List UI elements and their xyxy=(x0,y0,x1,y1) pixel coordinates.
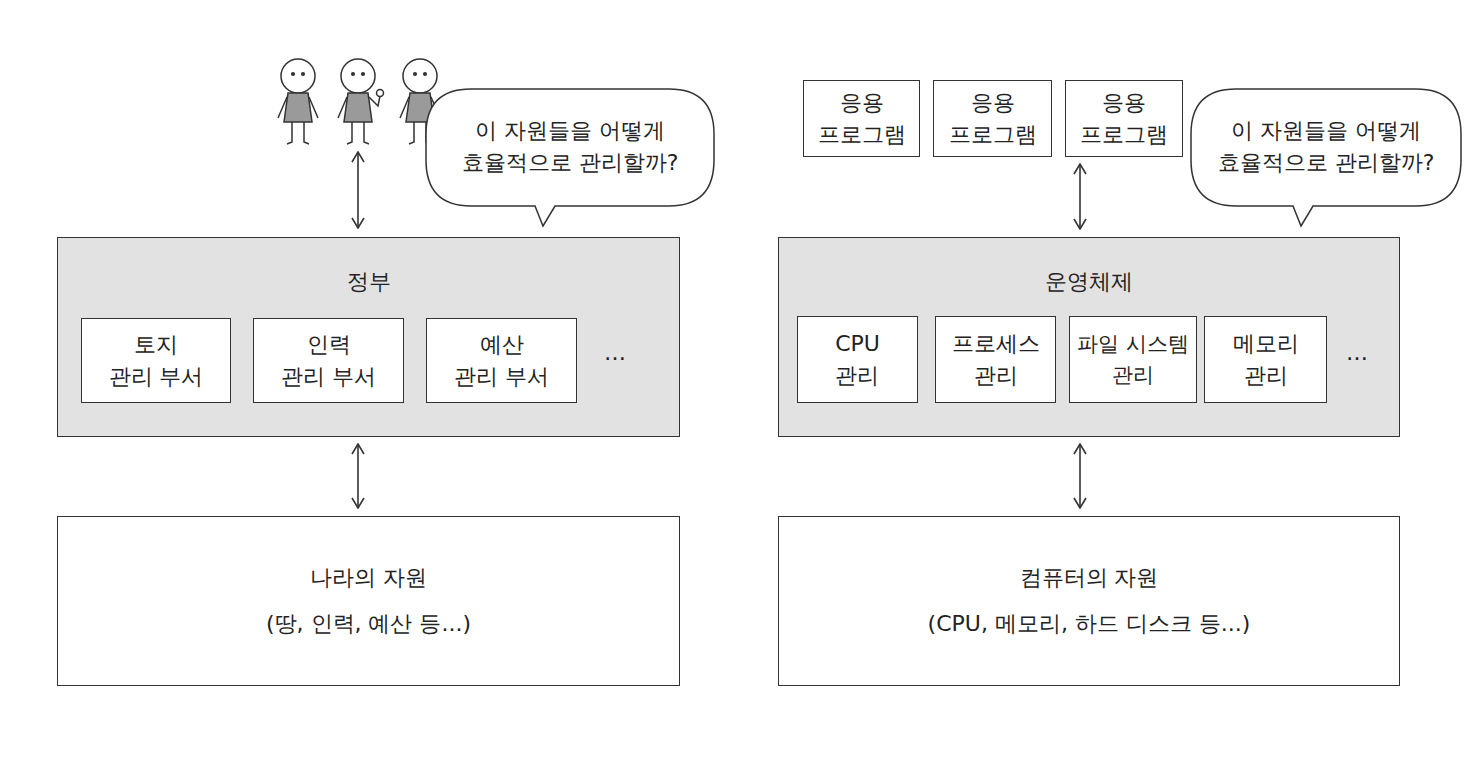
manager-box: CPU 관리 xyxy=(797,316,918,403)
panel-title: 운영체제 xyxy=(1045,266,1133,298)
double-arrow xyxy=(1079,444,1081,508)
text-line: CPU xyxy=(835,328,880,360)
text-line: 예산 xyxy=(454,329,549,361)
text-line: 이 자원들을 어떻게 xyxy=(1218,115,1435,147)
text-line: 관리 부서 xyxy=(109,361,204,393)
text-line: 효율적으로 관리할까? xyxy=(462,147,679,179)
department-box: 인력 관리 부서 xyxy=(253,318,404,403)
double-arrow xyxy=(357,152,359,228)
text-line: 응용 xyxy=(818,87,906,119)
text-line: 프로그램 xyxy=(818,119,906,151)
text-line: 효율적으로 관리할까? xyxy=(1218,147,1435,179)
node-text: (땅, 인력, 예산 등...) xyxy=(266,608,471,640)
text-line: 토지 xyxy=(109,329,204,361)
text-line: 관리 xyxy=(952,360,1040,392)
text-line: 관리 xyxy=(835,360,880,392)
node-text: 이 자원들을 어떻게 효율적으로 관리할까? xyxy=(1218,115,1435,179)
text-line: 메모리 xyxy=(1233,328,1299,360)
text-line: 응용 xyxy=(1080,87,1168,119)
node-text: (CPU, 메모리, 하드 디스크 등...) xyxy=(928,608,1251,640)
manager-box: 메모리 관리 xyxy=(1204,316,1327,403)
node-text: 응용 프로그램 xyxy=(818,87,906,151)
node-text: 나라의 자원 xyxy=(310,562,427,594)
node-text: CPU 관리 xyxy=(835,328,880,392)
node-text: 응용 프로그램 xyxy=(949,87,1037,151)
node-text: 이 자원들을 어떻게 효율적으로 관리할까? xyxy=(462,115,679,179)
double-arrow xyxy=(1079,164,1081,229)
text-line: 프로그램 xyxy=(1080,119,1168,151)
text-line: 관리 xyxy=(1077,360,1189,390)
ellipsis: … xyxy=(1346,340,1372,365)
node-text: 예산 관리 부서 xyxy=(454,329,549,393)
node-text: 토지 관리 부서 xyxy=(109,329,204,393)
resource-box: 컴퓨터의 자원 (CPU, 메모리, 하드 디스크 등...) xyxy=(778,516,1400,686)
text-line: 인력 xyxy=(281,329,376,361)
node-text: 프로세스 관리 xyxy=(952,328,1040,392)
text-line: 응용 xyxy=(949,87,1037,119)
text-line: 관리 부서 xyxy=(281,361,376,393)
manager-box: 프로세스 관리 xyxy=(935,316,1056,403)
text-line: 파일 시스템 xyxy=(1077,329,1189,359)
manager-box: 파일 시스템 관리 xyxy=(1069,316,1197,403)
node-text: 응용 프로그램 xyxy=(1080,87,1168,151)
os-panel: 운영체제CPU 관리프로세스 관리파일 시스템 관리메모리 관리 xyxy=(778,237,1400,437)
government-panel: 정부토지 관리 부서인력 관리 부서예산 관리 부서 xyxy=(57,237,680,437)
text-line: 프로세스 xyxy=(952,328,1040,360)
department-box: 예산 관리 부서 xyxy=(426,318,577,403)
double-arrow xyxy=(357,444,359,508)
text-line: 관리 xyxy=(1233,360,1299,392)
ellipsis: … xyxy=(604,340,630,365)
bubble-shape xyxy=(426,89,714,226)
department-box: 토지 관리 부서 xyxy=(81,318,231,403)
node-text: 메모리 관리 xyxy=(1233,328,1299,392)
app-box: 응용 프로그램 xyxy=(1065,80,1183,157)
app-box: 응용 프로그램 xyxy=(803,80,920,157)
text-line: 이 자원들을 어떻게 xyxy=(462,115,679,147)
speech-bubble: 이 자원들을 어떻게 효율적으로 관리할까? xyxy=(1190,88,1462,228)
speech-bubble: 이 자원들을 어떻게 효율적으로 관리할까? xyxy=(425,88,715,228)
app-box: 응용 프로그램 xyxy=(933,80,1052,157)
bubble-shape xyxy=(1191,89,1461,226)
text-line: 프로그램 xyxy=(949,119,1037,151)
panel-title: 정부 xyxy=(347,266,391,298)
node-text: 인력 관리 부서 xyxy=(281,329,376,393)
node-text: 컴퓨터의 자원 xyxy=(1020,562,1159,594)
node-text: 파일 시스템 관리 xyxy=(1077,329,1189,390)
resource-box: 나라의 자원 (땅, 인력, 예산 등...) xyxy=(57,516,680,686)
people-illustration xyxy=(278,59,440,144)
text-line: 관리 부서 xyxy=(454,361,549,393)
